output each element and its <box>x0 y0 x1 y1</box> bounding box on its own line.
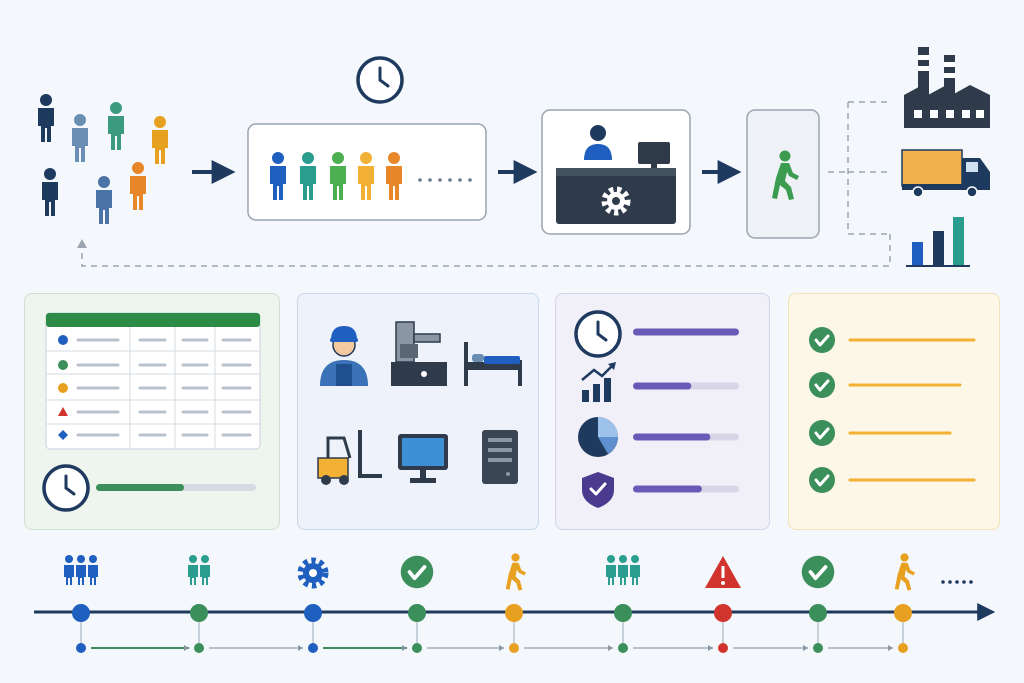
timeline-subnode <box>618 643 628 653</box>
factory-icon <box>904 47 990 128</box>
person-icon <box>42 168 58 216</box>
table-marker-circle-green <box>58 360 68 370</box>
person-icon <box>108 102 124 150</box>
person-icon <box>72 114 88 162</box>
clock-icon <box>42 464 90 512</box>
person-icon <box>96 176 112 224</box>
check-circle-icon <box>398 553 436 591</box>
checklist <box>807 325 976 495</box>
timeline-events <box>64 553 915 653</box>
shield-check-icon <box>582 472 614 508</box>
monitor-icon <box>638 142 670 170</box>
table-marker-diamond-blue <box>58 430 68 440</box>
kpi-bars <box>633 328 739 493</box>
truck-icon <box>901 149 990 198</box>
people-group-icon <box>64 555 98 585</box>
bed-icon <box>464 342 522 386</box>
service-agent-icon <box>584 125 612 160</box>
forklift-icon <box>317 430 382 485</box>
timeline-subnode <box>813 643 823 653</box>
walking-person-icon <box>894 553 915 591</box>
pie-chart-icon <box>578 417 618 457</box>
timeline-subnode <box>308 643 318 653</box>
person-icon <box>152 116 168 164</box>
table-marker-circle-blue <box>58 335 68 345</box>
destination-connectors <box>828 101 890 235</box>
person-icon <box>130 162 146 210</box>
walking-person-icon <box>505 553 526 591</box>
table-marker-triangle-red <box>58 407 68 416</box>
check-circle-icon <box>807 370 837 400</box>
feedback-arrowhead <box>77 239 87 248</box>
timeline-subnode <box>509 643 519 653</box>
table-header <box>46 313 260 327</box>
data-table <box>45 312 261 450</box>
check-circle-icon <box>799 553 837 591</box>
people-group-icon <box>188 555 210 585</box>
check-circle-icon <box>807 465 837 495</box>
machine-icon <box>391 321 447 386</box>
worker-icon <box>320 326 368 386</box>
arriving-crowd <box>38 94 168 224</box>
kpi-bar-fill <box>633 382 692 390</box>
table-marker-circle-orange <box>58 383 68 393</box>
timeline-subnode <box>718 643 728 653</box>
timeline-node <box>809 604 827 622</box>
timeline-node <box>72 604 90 622</box>
timeline-subnode <box>76 643 86 653</box>
trend-chart-icon <box>581 362 616 402</box>
timeline-node <box>505 604 523 622</box>
gear-icon <box>601 186 631 216</box>
bar-chart-icon <box>906 217 970 267</box>
computer-icon <box>398 434 448 483</box>
kpi-bar-fill <box>633 485 702 493</box>
timeline-node <box>304 604 322 622</box>
timeline-node <box>894 604 912 622</box>
feedback-loop <box>81 234 891 267</box>
check-circle-icon <box>807 325 837 355</box>
timeline-subnode <box>194 643 204 653</box>
timeline-subnode <box>898 643 908 653</box>
kpi-bar-fill <box>633 328 739 336</box>
people-group-icon <box>606 555 640 585</box>
timeline-subnode <box>412 643 422 653</box>
timeline-ellipsis <box>941 580 973 584</box>
clock-icon <box>574 310 622 358</box>
gear-icon <box>297 557 329 589</box>
timeline-node <box>714 604 732 622</box>
timeline-node <box>614 604 632 622</box>
check-circle-icon <box>807 418 837 448</box>
data-progress-fill <box>96 484 184 491</box>
queue-ellipsis <box>418 178 472 182</box>
warning-icon <box>705 556 741 588</box>
kpi-bar-fill <box>633 433 711 441</box>
clock-icon <box>356 56 404 104</box>
timeline-node <box>190 604 208 622</box>
server-icon <box>482 430 518 484</box>
person-icon <box>38 94 54 142</box>
timeline-node <box>408 604 426 622</box>
